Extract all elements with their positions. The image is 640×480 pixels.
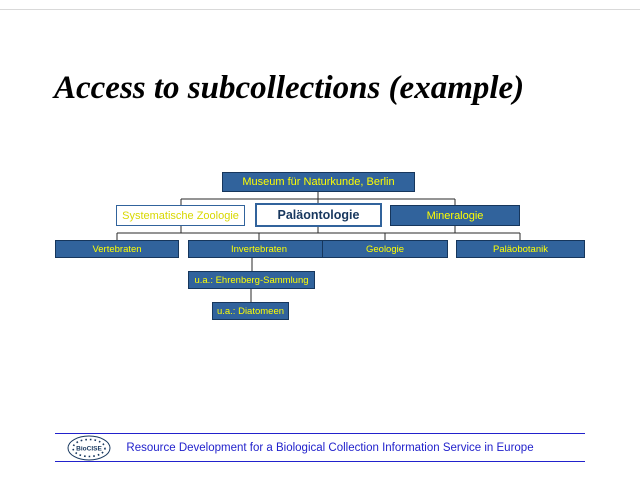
footer-rule-bottom	[55, 461, 585, 462]
node-systematische-zoologie: Systematische Zoologie	[116, 205, 245, 226]
node-palaeontologie: Paläontologie	[255, 203, 382, 227]
node-geologie: Geologie	[322, 240, 448, 258]
biocise-logo: BioCISE	[67, 435, 111, 461]
node-palaeobotanik: Paläobotanik	[456, 240, 585, 258]
biocise-logo-text: BioCISE	[76, 446, 102, 453]
footer-rule-top	[55, 433, 585, 434]
node-mineralogie: Mineralogie	[390, 205, 520, 226]
node-invertebraten: Invertebraten	[188, 240, 330, 258]
node-ehrenberg-sammlung: u.a.: Ehrenberg-Sammlung	[188, 271, 315, 289]
node-vertebraten: Vertebraten	[55, 240, 179, 258]
slide-top-edge	[0, 9, 640, 10]
node-museum: Museum für Naturkunde, Berlin	[222, 172, 415, 192]
node-diatomeen: u.a.: Diatomeen	[212, 302, 289, 320]
page-title: Access to subcollections (example)	[54, 70, 525, 107]
footer-caption: Resource Development for a Biological Co…	[126, 442, 534, 454]
